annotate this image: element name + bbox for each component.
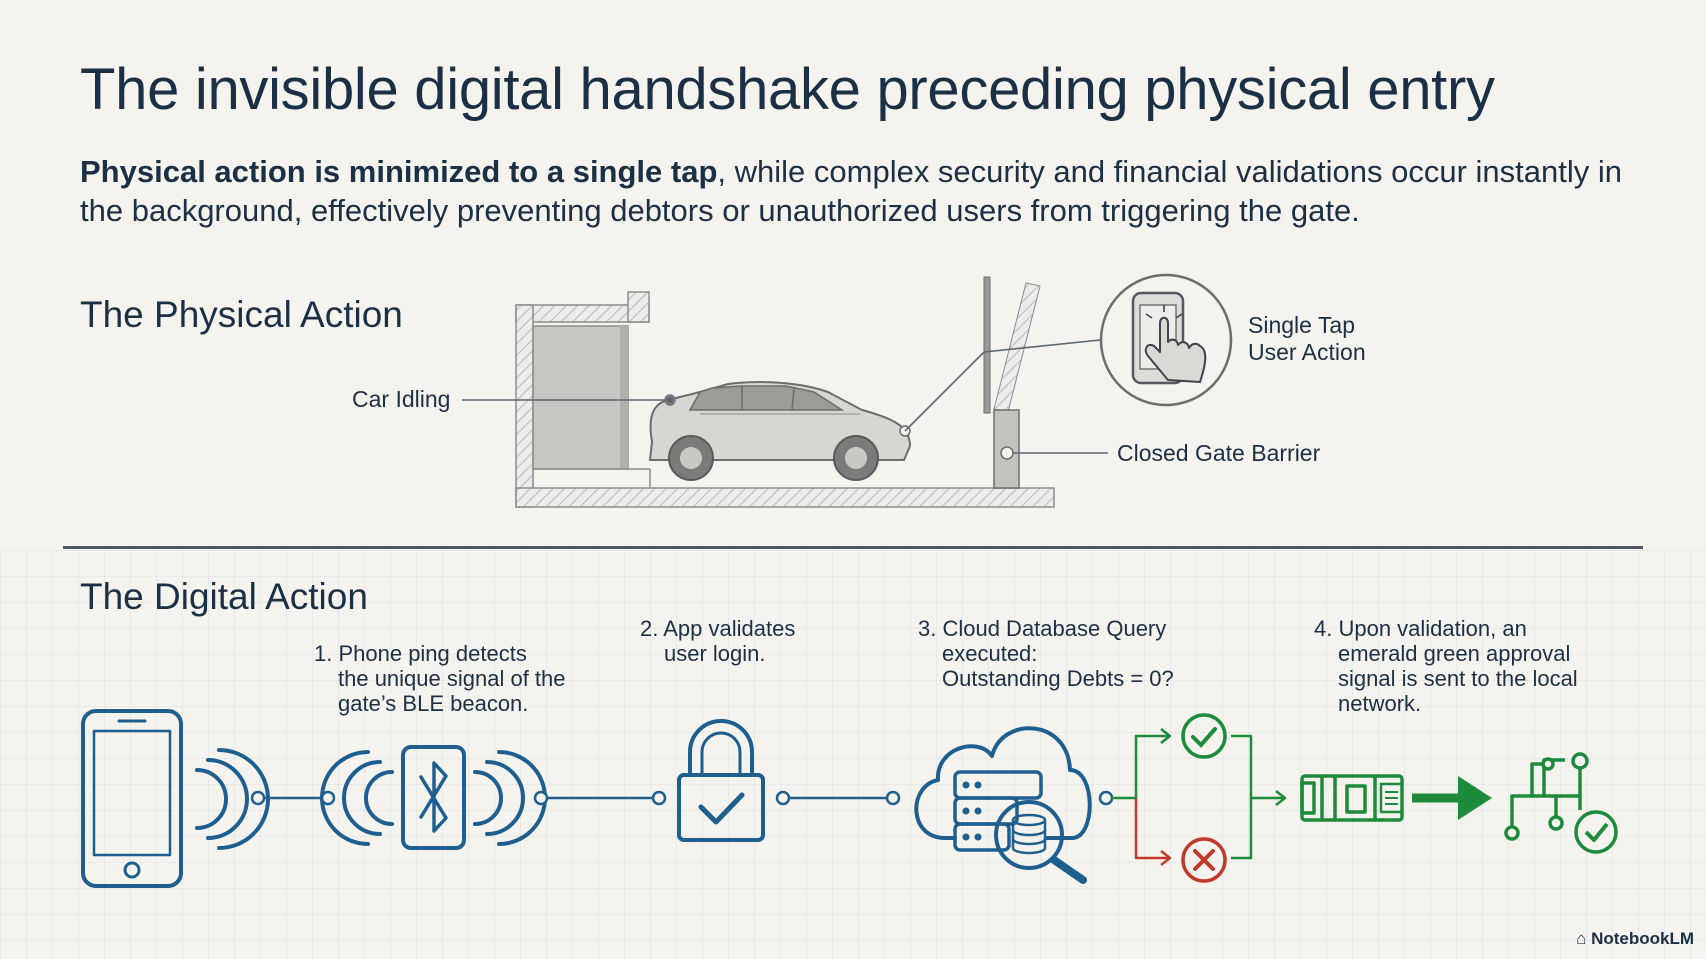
parking-structure [515,291,1055,508]
decision-branches [1112,728,1287,866]
single-tap-label: Single Tap User Action [1248,312,1366,366]
car-callout-dot [666,396,674,404]
grid-background [0,550,1706,959]
step-4-line1: 4. Upon validation, an [1314,616,1527,641]
step-1-text: 1. Phone ping detects the unique signal … [314,641,566,716]
step-2-line2: user login. [664,641,766,666]
bluetooth-beacon-icon [320,745,547,850]
smartphone-icon [81,709,270,888]
section-divider [63,546,1643,549]
step-3-text: 3. Cloud Database Query executed: Outsta… [918,616,1174,691]
flow-connectors [250,790,1114,806]
step-2-text: 2. App validates user login. [640,616,795,666]
step-1-line3: gate’s BLE beacon. [338,691,529,716]
brand-watermark: ⌂ NotebookLM [1576,929,1694,948]
gate-barrier [983,276,1041,489]
page-title: The invisible digital handshake precedin… [80,57,1495,122]
network-connector-icon [1300,774,1404,822]
step-2-line1: 2. App validates [640,616,796,641]
subtitle-rest: , while complex security and financial v… [80,154,1623,228]
deny-x-icon [1181,837,1227,883]
page-subtitle: Physical action is minimized to a single… [80,152,1640,230]
step-4-line4: network. [1338,691,1422,716]
callout-lines [462,339,1108,454]
step-3-line2: executed: [942,641,1038,666]
brand-label: NotebookLM [1591,929,1694,948]
step-1-line2: the unique signal of the [338,666,566,691]
network-approval-icon [1504,752,1618,854]
closed-gate-label: Closed Gate Barrier [1117,440,1321,466]
digital-action-heading: The Digital Action [80,576,368,617]
approval-arrow [1412,776,1492,820]
database-indicator-dots [962,781,982,841]
single-tap-label-line1: Single Tap [1248,312,1355,338]
tap-phone-icon [1099,273,1233,407]
car-idling-label: Car Idling [352,386,451,412]
padlock-check-icon [677,719,765,842]
approve-check-icon [1181,713,1227,759]
subtitle-bold: Physical action is minimized to a single… [80,154,718,189]
step-4-text: 4. Upon validation, an emerald green app… [1314,616,1578,716]
cloud-database-search-icon [914,726,1092,884]
physical-action-heading: The Physical Action [80,294,403,335]
car-illustration [648,381,912,481]
step-3-line1: 3. Cloud Database Query [918,616,1167,641]
single-tap-label-line2: User Action [1248,339,1366,365]
step-1-line1: 1. Phone ping detects [314,641,527,666]
step-3-line3: Outstanding Debts = 0? [942,666,1174,691]
step-4-line3: signal is sent to the local [1338,666,1578,691]
step-4-line2: emerald green approval [1338,641,1571,666]
